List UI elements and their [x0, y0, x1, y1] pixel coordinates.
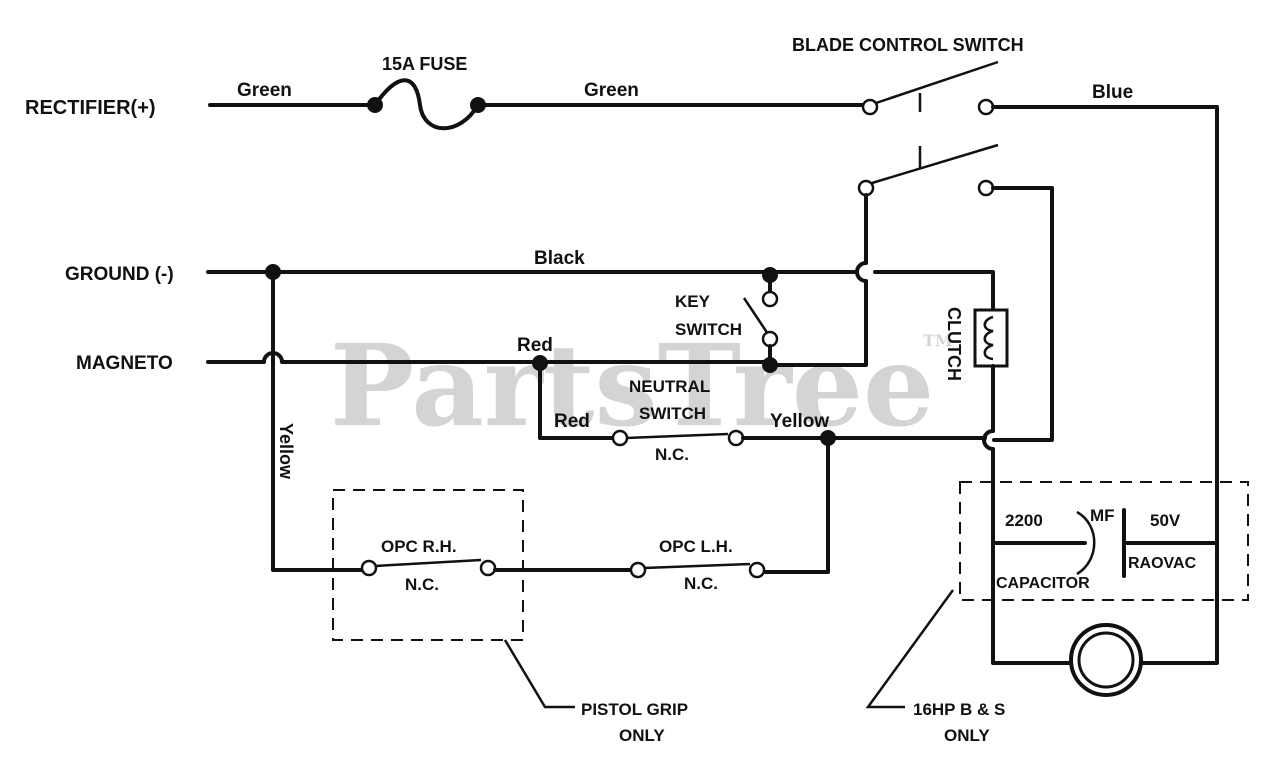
label-neutral-2: SWITCH	[639, 404, 706, 423]
wire-capacitor-down	[991, 541, 1073, 665]
wire-switch-to-neutral	[991, 186, 1054, 442]
engine-box	[959, 481, 1249, 601]
capacitor-plate-curved	[1076, 510, 1096, 576]
opc-rh-terminal-1	[360, 559, 378, 577]
watermark-tm: TM	[923, 331, 953, 350]
opc-rh-terminal-2	[479, 559, 497, 577]
wire-yellow-to-opc	[762, 436, 830, 574]
label-red-top: Red	[517, 335, 553, 356]
engine-leader	[865, 589, 955, 709]
motor-inner	[1077, 631, 1135, 689]
label-raovac: RAOVAC	[1128, 555, 1197, 572]
label-capacitor: CAPACITOR	[996, 575, 1090, 592]
label-pistol-1: PISTOL GRIP	[581, 700, 688, 719]
label-cap-voltage: 50V	[1150, 511, 1181, 530]
wire-red-neutral	[538, 361, 615, 440]
pistol-grip-box	[332, 489, 524, 641]
blade-switch-terminal-1	[861, 98, 879, 116]
pistol-grip-leader	[503, 639, 575, 709]
label-neutral-1: NEUTRAL	[629, 377, 710, 396]
key-switch-terminal-1	[761, 290, 779, 308]
label-black: Black	[534, 248, 585, 269]
label-red-lower: Red	[554, 411, 590, 432]
key-switch-arm	[742, 297, 770, 335]
neutral-switch-contact	[625, 432, 729, 440]
opc-rh-contact	[374, 558, 482, 568]
label-yellow-left: Yellow	[276, 423, 296, 480]
label-rectifier: RECTIFIER(+)	[25, 97, 156, 119]
clutch-coil	[983, 315, 994, 361]
label-yellow-right: Yellow	[770, 411, 829, 432]
wire-ground-black	[206, 270, 995, 307]
label-blade-switch: BLADE CONTROL SWITCH	[792, 35, 1024, 55]
label-fuse: 15A FUSE	[382, 54, 467, 74]
label-cap-unit: MF	[1090, 506, 1115, 525]
opc-lh-contact	[643, 562, 751, 570]
label-cap-value: 2200	[1005, 511, 1043, 530]
label-pistol-2: ONLY	[619, 726, 665, 745]
neutral-switch-terminal-1	[611, 429, 629, 447]
label-engine-1: 16HP B & S	[913, 700, 1005, 719]
fuse-left-terminal	[367, 97, 383, 113]
neutral-switch-terminal-2	[727, 429, 745, 447]
watermark: PartsTree	[330, 321, 934, 452]
label-green-left: Green	[237, 80, 292, 101]
label-nc-neutral: N.C.	[655, 445, 689, 464]
label-ground: GROUND (-)	[65, 264, 174, 285]
opc-lh-terminal-1	[629, 561, 647, 579]
fuse-element	[373, 78, 480, 131]
blade-switch-terminal-4	[977, 179, 995, 197]
label-clutch: CLUTCH	[944, 307, 964, 381]
label-blue: Blue	[1092, 82, 1133, 103]
label-key-2: SWITCH	[675, 320, 742, 339]
key-switch-terminal-2	[761, 330, 779, 348]
blade-switch-arm-upper	[875, 60, 999, 105]
blade-switch-arm-lower	[871, 143, 999, 185]
magneto-junction-key	[762, 357, 778, 373]
label-key-1: KEY	[675, 292, 711, 311]
label-magneto: MAGNETO	[76, 353, 173, 374]
fuse-right-terminal	[470, 97, 486, 113]
wire-blue	[991, 105, 1219, 665]
blade-switch-terminal-2	[977, 98, 995, 116]
blade-switch-terminal-3	[857, 179, 875, 197]
label-green-right: Green	[584, 80, 639, 101]
label-nc-rh: N.C.	[405, 575, 439, 594]
opc-lh-terminal-2	[748, 561, 766, 579]
label-nc-lh: N.C.	[684, 574, 718, 593]
wire-clutch-bottom	[982, 364, 995, 485]
label-engine-2: ONLY	[944, 726, 990, 745]
label-opc-lh: OPC L.H.	[659, 537, 733, 556]
label-opc-rh: OPC R.H.	[381, 537, 457, 556]
